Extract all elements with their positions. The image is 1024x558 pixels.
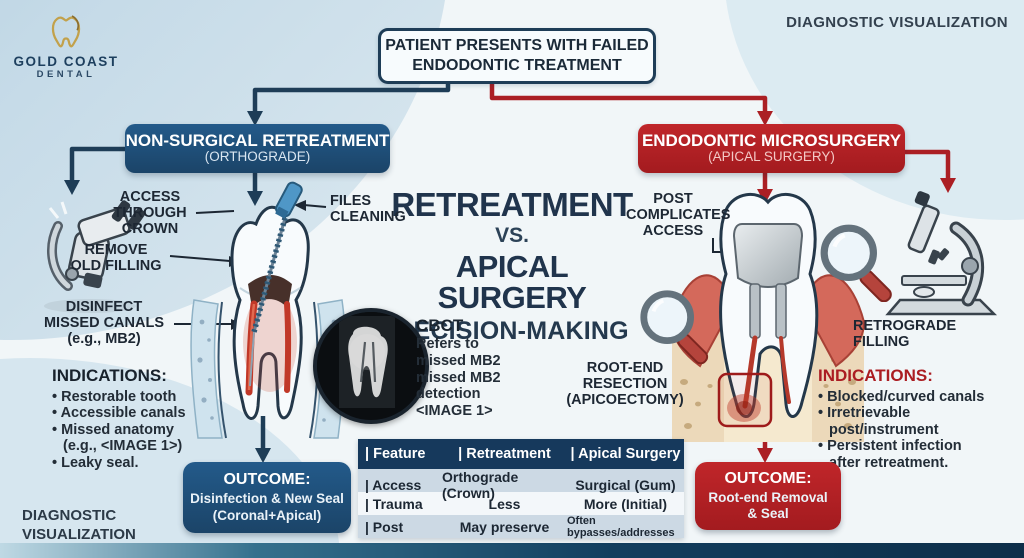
outcome-title: OUTCOME:	[724, 469, 812, 487]
table-header-row: | Feature | Retreatment | Apical Surgery	[358, 439, 684, 469]
indication-item: Persistent infection after retreatment.	[818, 438, 1018, 471]
label-root-end-resection: ROOT-END RESECTION (APICOECTOMY)	[566, 360, 684, 408]
table-cell: | Trauma	[365, 495, 423, 512]
radiograph-tooth-icon	[317, 312, 417, 412]
branch-subtitle: (ORTHOGRADE)	[204, 149, 311, 164]
table-cell: | Access	[365, 477, 422, 493]
root-node-failed-treatment: PATIENT PRESENTS WITH FAILED ENDODONTIC …	[378, 28, 656, 84]
outcome-retreatment: OUTCOME: Disinfection & New Seal (Corona…	[183, 462, 351, 533]
label-files-cleaning: FILES CLEANING	[330, 193, 406, 225]
magnifier-icon-right	[820, 224, 892, 302]
branch-title: ENDODONTIC MICROSURGERY	[641, 131, 902, 151]
indication-item: Leaky seal.	[52, 455, 208, 471]
endo-file-instrument	[249, 181, 303, 387]
label-post-complicates-access: POST COMPLICATES ACCESS	[626, 191, 731, 239]
branch-nonsurgical-retreatment: NON-SURGICAL RETREATMENT (ORTHOGRADE)	[125, 124, 390, 173]
table-cell: | Post	[365, 519, 404, 535]
table-row: | Trauma Less More (Initial)	[358, 492, 684, 515]
lab-microscope-icon	[885, 191, 998, 316]
indications-apical-surgery: INDICATIONS: Blocked/curved canals Irret…	[818, 366, 1018, 471]
diagnostic-visualization-label-bottom: DIAGNOSTIC VISUALIZATION	[22, 507, 136, 543]
cbct-title: CBCT	[416, 316, 464, 335]
brand-subname: DENTAL	[36, 69, 96, 80]
table-cell: May preserve	[459, 519, 550, 535]
table-header-retreatment: | Retreatment	[458, 446, 551, 462]
page-title: RETREATMENT VS. APICAL SURGERY DECISION-…	[382, 188, 642, 346]
indications-retreatment: INDICATIONS: Restorable tooth Accessible…	[52, 366, 208, 471]
brand-name: GOLD COAST	[13, 54, 119, 69]
label-retrograde-filling: RETROGRADE FILLING	[853, 318, 957, 350]
branch-endodontic-microsurgery: ENDODONTIC MICROSURGERY (APICAL SURGERY)	[638, 124, 905, 173]
outcome-title: OUTCOME:	[223, 471, 311, 489]
bottom-gradient-bar	[0, 543, 1024, 558]
branch-title: NON-SURGICAL RETREATMENT	[125, 131, 390, 151]
cbct-xray-image	[313, 308, 429, 424]
outcome-body: Disinfection & New Seal (Coronal+Apical)	[190, 491, 344, 523]
table-cell: Surgical (Gum)	[575, 477, 676, 493]
indication-item: Blocked/curved canals	[818, 389, 1018, 405]
title-line-decision-making: DECISION-MAKING	[395, 317, 629, 345]
indication-item: Restorable tooth	[52, 389, 208, 405]
title-line-retreatment: RETREATMENT	[391, 186, 633, 223]
comparison-table: | Feature | Retreatment | Apical Surgery…	[358, 439, 684, 539]
gold-tooth-logo-icon	[51, 15, 81, 48]
title-line-apical-surgery: APICAL SURGERY	[437, 249, 587, 315]
diagnostic-visualization-label-top: DIAGNOSTIC VISUALIZATION	[786, 14, 1008, 31]
outcome-apical-surgery: OUTCOME: Root-end Removal & Seal	[695, 462, 841, 530]
table-cell: Often bypasses/addresses	[567, 515, 675, 539]
label-disinfect-missed-canals: DISINFECT MISSED CANALS (e.g., MB2)	[43, 299, 165, 347]
label-access-through-crown: ACCESS THROUGH CROWN	[113, 189, 187, 237]
brand-logo: GOLD COAST DENTAL	[10, 10, 122, 80]
label-remove-old-filling: REMOVE OLD FILLING	[70, 242, 162, 274]
cbct-body: Refers to missed MB2 missed MB2 detectio…	[416, 336, 501, 420]
indication-item: Accessible canals	[52, 405, 208, 421]
table-row: | Post May preserve Often bypasses/addre…	[358, 515, 684, 539]
cbct-note: CBCT Refers to missed MB2 missed MB2 det…	[416, 316, 516, 420]
indication-item: Irretrievable post/instrument	[818, 405, 1018, 438]
magnifier-icon-left	[640, 290, 709, 364]
table-cell: Orthograde (Crown)	[442, 469, 519, 501]
table-cell: Less	[488, 495, 521, 512]
indications-title: INDICATIONS:	[52, 366, 167, 385]
table-row: | Access Orthograde (Crown) Surgical (Gu…	[358, 469, 684, 501]
indications-title: INDICATIONS:	[818, 366, 933, 385]
outcome-body: Root-end Removal & Seal	[708, 489, 828, 521]
branch-subtitle: (APICAL SURGERY)	[708, 149, 835, 164]
title-line-vs: VS.	[495, 224, 529, 247]
indication-item: Missed anatomy (e.g., <IMAGE 1>)	[52, 422, 208, 455]
dental-microscope-icon	[44, 200, 146, 313]
table-header-feature: | Feature	[365, 446, 426, 462]
table-cell: More (Initial)	[583, 495, 668, 512]
table-header-apical-surgery: | Apical Surgery	[570, 446, 681, 462]
